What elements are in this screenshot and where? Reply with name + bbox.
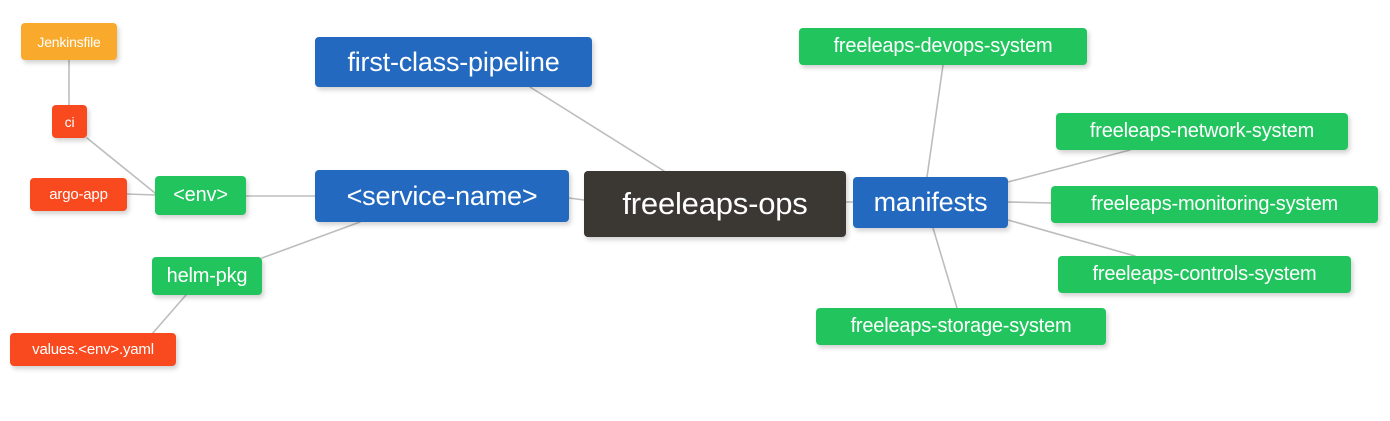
edge-manifests-to-freeleaps-monitoring-system: [1007, 201, 1052, 204]
edge-manifests-to-freeleaps-devops-system: [926, 64, 944, 178]
edge-values-yaml-to-helm-pkg: [151, 294, 187, 335]
node-freeleaps-ops[interactable]: freeleaps-ops: [584, 171, 846, 237]
node-label: freeleaps-controls-system: [1092, 263, 1317, 285]
node-ci[interactable]: ci: [52, 105, 87, 138]
node-label: Jenkinsfile: [37, 33, 101, 50]
node-manifests[interactable]: manifests: [853, 177, 1008, 228]
node-freeleaps-network-system[interactable]: freeleaps-network-system: [1056, 113, 1348, 150]
node-helm-pkg[interactable]: helm-pkg: [152, 257, 262, 295]
node-label: freeleaps-monitoring-system: [1091, 193, 1338, 215]
edge-service-name-to-freeleaps-ops: [568, 197, 585, 201]
edge-helm-pkg-to-service-name: [261, 221, 361, 259]
node-label: freeleaps-ops: [622, 186, 808, 221]
edge-first-class-pipeline-to-freeleaps-ops: [529, 86, 665, 172]
node-label: first-class-pipeline: [347, 46, 560, 77]
node-label: helm-pkg: [166, 264, 248, 287]
edge-manifests-to-freeleaps-storage-system: [932, 227, 958, 309]
edge-manifests-to-freeleaps-network-system: [1007, 149, 1131, 183]
node-label: <service-name>: [346, 180, 538, 211]
edge-manifests-to-freeleaps-controls-system: [1007, 219, 1136, 257]
node-label: manifests: [873, 187, 988, 217]
node-label: ci: [64, 113, 75, 130]
node-freeleaps-storage-system[interactable]: freeleaps-storage-system: [816, 308, 1106, 345]
node-freeleaps-controls-system[interactable]: freeleaps-controls-system: [1058, 256, 1351, 293]
node-values-yaml[interactable]: values.<env>.yaml: [10, 333, 176, 366]
node-argo-app[interactable]: argo-app: [30, 178, 127, 211]
node-freeleaps-devops-system[interactable]: freeleaps-devops-system: [799, 28, 1087, 65]
node-service-name[interactable]: <service-name>: [315, 170, 569, 222]
node-first-class-pipeline[interactable]: first-class-pipeline: [315, 37, 592, 87]
node-label: argo-app: [49, 186, 108, 203]
node-freeleaps-monitoring-system[interactable]: freeleaps-monitoring-system: [1051, 186, 1378, 223]
edge-argo-app-to-env: [126, 193, 156, 196]
node-env[interactable]: <env>: [155, 176, 246, 215]
node-label: freeleaps-storage-system: [850, 315, 1072, 337]
node-label: freeleaps-network-system: [1089, 120, 1315, 142]
node-label: values.<env>.yaml: [32, 341, 154, 358]
node-label: <env>: [173, 184, 228, 206]
node-label: freeleaps-devops-system: [833, 35, 1053, 57]
node-jenkinsfile[interactable]: Jenkinsfile: [21, 23, 117, 60]
